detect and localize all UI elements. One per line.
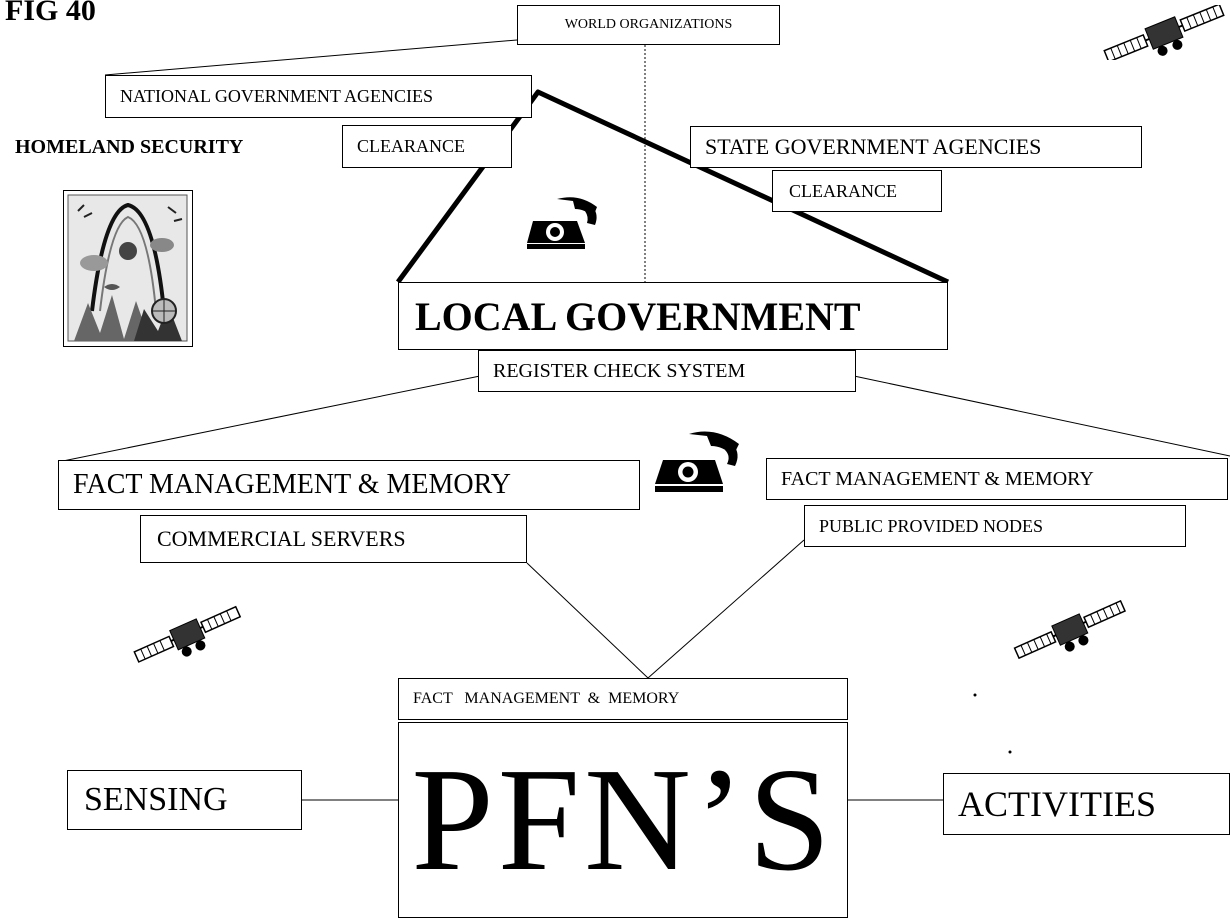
sensing-box: SENSING bbox=[67, 770, 302, 830]
satellite-icon bbox=[130, 605, 245, 665]
fact-management-center-label: FACT MANAGEMENT & MEMORY bbox=[413, 690, 680, 707]
public-nodes-to-pfns-line bbox=[647, 539, 805, 679]
local-government-box: LOCAL GOVERNMENT bbox=[398, 282, 948, 350]
fact-management-left-box: FACT MANAGEMENT & MEMORY bbox=[58, 460, 640, 510]
clearance-national-box: CLEARANCE bbox=[342, 125, 512, 168]
activities-label: ACTIVITIES bbox=[958, 784, 1156, 824]
state-agencies-box: STATE GOVERNMENT AGENCIES bbox=[690, 126, 1142, 168]
homeland-image bbox=[63, 190, 193, 347]
world-organizations-label: WORLD ORGANIZATIONS bbox=[564, 17, 733, 32]
public-nodes-box: PUBLIC PROVIDED NODES bbox=[804, 505, 1186, 547]
clearance-state-box: CLEARANCE bbox=[772, 170, 942, 212]
hierarchy-triangle bbox=[395, 89, 950, 285]
fact-management-right-box: FACT MANAGEMENT & MEMORY bbox=[766, 458, 1228, 500]
satellite-icon bbox=[1100, 3, 1228, 63]
homeland-image-art bbox=[67, 194, 188, 342]
pfns-label: PFN’S bbox=[411, 738, 835, 902]
figure-label: FIG 40 bbox=[5, 0, 96, 27]
clearance-national-label: CLEARANCE bbox=[357, 136, 465, 156]
national-agencies-box: NATIONAL GOVERNMENT AGENCIES bbox=[105, 75, 532, 118]
public-nodes-label: PUBLIC PROVIDED NODES bbox=[819, 515, 1044, 536]
satellite-icon bbox=[1010, 599, 1130, 660]
commercial-servers-box: COMMERCIAL SERVERS bbox=[140, 515, 527, 563]
scan-speck bbox=[1008, 750, 1012, 754]
world-to-national-line bbox=[104, 39, 518, 76]
world-organizations-box: WORLD ORGANIZATIONS bbox=[517, 5, 780, 45]
national-agencies-label: NATIONAL GOVERNMENT AGENCIES bbox=[120, 86, 433, 106]
register-check-label: REGISTER CHECK SYSTEM bbox=[493, 359, 746, 382]
activities-box: ACTIVITIES bbox=[943, 773, 1230, 835]
local-government-label: LOCAL GOVERNMENT bbox=[415, 293, 861, 339]
sensing-label: SENSING bbox=[84, 781, 228, 818]
clearance-state-label: CLEARANCE bbox=[789, 180, 897, 201]
scan-speck bbox=[973, 693, 977, 697]
register-to-fact-right-line bbox=[853, 375, 1230, 457]
fact-management-left-label: FACT MANAGEMENT & MEMORY bbox=[73, 469, 511, 500]
homeland-security-label: HOMELAND SECURITY bbox=[15, 136, 244, 158]
telephone-icon bbox=[655, 428, 745, 493]
register-check-box: REGISTER CHECK SYSTEM bbox=[478, 350, 856, 392]
fact-management-right-label: FACT MANAGEMENT & MEMORY bbox=[781, 467, 1094, 490]
commercial-servers-label: COMMERCIAL SERVERS bbox=[157, 526, 406, 551]
commercial-to-pfns-line bbox=[526, 562, 649, 679]
fact-management-center-box: FACT MANAGEMENT & MEMORY bbox=[398, 678, 848, 720]
state-agencies-label: STATE GOVERNMENT AGENCIES bbox=[705, 134, 1042, 159]
register-to-fact-left-line bbox=[57, 375, 481, 463]
telephone-icon bbox=[527, 193, 603, 250]
pfns-box: PFN’S bbox=[398, 722, 848, 918]
